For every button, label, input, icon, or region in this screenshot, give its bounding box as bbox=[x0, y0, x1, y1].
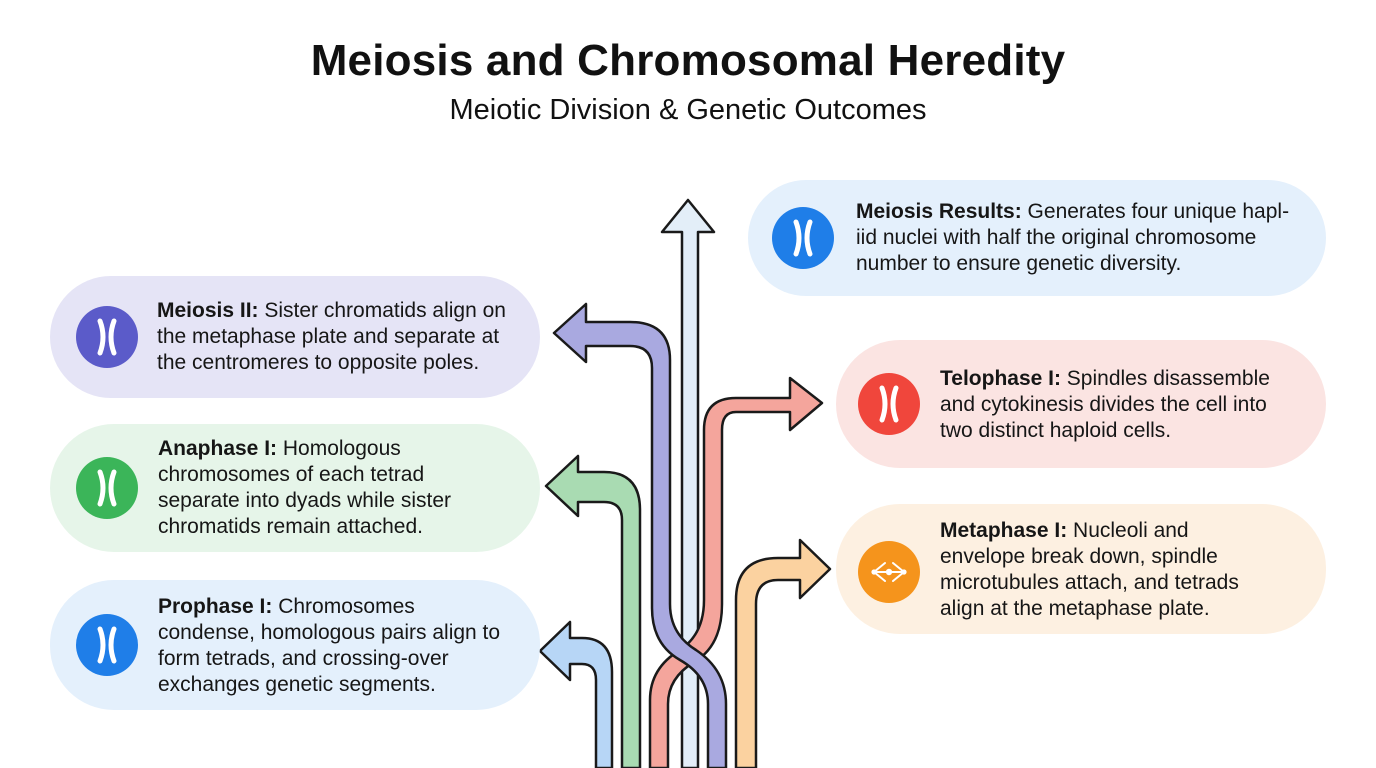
chromosome-icon bbox=[772, 207, 834, 269]
card-line: condense, homologous pairs align to bbox=[158, 621, 501, 644]
page-title: Meiosis and Chromosomal Heredity bbox=[310, 36, 1066, 85]
card-meiosis-ii-text: Meiosis II: Sister chromatids align on t… bbox=[157, 298, 537, 376]
prophase-arrow bbox=[538, 620, 614, 768]
spindle-icon bbox=[858, 541, 920, 603]
card-meiosis-results-text: Meiosis Results: Generates four unique h… bbox=[856, 199, 1316, 277]
card-line: and cytokinesis divides the cell into bbox=[940, 393, 1267, 416]
chromosome-icon bbox=[76, 614, 138, 676]
card-line: Sister chromatids align on bbox=[258, 299, 506, 322]
card-telophase-i-text: Telophase I: Spindles disassemble and cy… bbox=[940, 366, 1320, 444]
card-line: microtubules attach, and tetrads bbox=[940, 571, 1239, 594]
card-line: form tetrads, and crossing-over bbox=[158, 647, 449, 670]
card-line: the centromeres to opposite poles. bbox=[157, 351, 480, 374]
page-subtitle: Meiotic Division & Genetic Outcomes bbox=[449, 94, 927, 126]
card-line: align at the metaphase plate. bbox=[940, 597, 1210, 620]
card-line: Chromosomes bbox=[272, 595, 415, 618]
card-line: Spindles disassemble bbox=[1060, 367, 1270, 390]
card-line: Generates four unique hapl- bbox=[1021, 200, 1290, 223]
card-meiosis-ii: Meiosis II: Sister chromatids align on t… bbox=[50, 276, 540, 398]
card-anaphase-i-text: Anaphase I: Homologous chromosomes of ea… bbox=[158, 436, 538, 540]
card-line: chromosomes of each tetrad bbox=[158, 463, 425, 486]
card-label: Meiosis II: bbox=[157, 299, 259, 322]
card-metaphase-i: Metaphase I: Nucleoli and envelope break… bbox=[836, 504, 1326, 634]
card-line: Homologous bbox=[277, 437, 401, 460]
card-label: Anaphase I: bbox=[158, 437, 278, 460]
card-anaphase-i: Anaphase I: Homologous chromosomes of ea… bbox=[50, 424, 540, 552]
card-label: Meiosis Results: bbox=[856, 200, 1022, 223]
card-line: the metaphase plate and separate at bbox=[157, 325, 500, 348]
card-label: Prophase I: bbox=[158, 595, 273, 618]
metaphase-arrow bbox=[734, 538, 832, 768]
meiosis-ii-arrow bbox=[552, 302, 728, 768]
center-arrow bbox=[660, 198, 716, 768]
card-label: Telophase I: bbox=[940, 367, 1061, 390]
chromosome-icon bbox=[76, 457, 138, 519]
card-line: two distinct haploid cells. bbox=[940, 419, 1172, 442]
card-line: number to ensure genetic diversity. bbox=[856, 252, 1182, 275]
anaphase-arrow bbox=[544, 454, 642, 768]
card-line: chromatids remain attached. bbox=[158, 515, 423, 538]
card-prophase-i-text: Prophase I: Chromosomes condense, homolo… bbox=[158, 594, 538, 698]
card-label: Metaphase I: bbox=[940, 519, 1068, 542]
card-meiosis-results: Meiosis Results: Generates four unique h… bbox=[748, 180, 1326, 296]
card-line: envelope break down, spindle bbox=[940, 545, 1218, 568]
card-prophase-i: Prophase I: Chromosomes condense, homolo… bbox=[50, 580, 540, 710]
card-telophase-i: Telophase I: Spindles disassemble and cy… bbox=[836, 340, 1326, 468]
chromosome-icon bbox=[76, 306, 138, 368]
chromosome-icon bbox=[858, 373, 920, 435]
card-line: exchanges genetic segments. bbox=[158, 673, 436, 696]
card-line: separate into dyads while sister bbox=[158, 489, 451, 512]
card-line: Nucleoli and bbox=[1067, 519, 1189, 542]
card-metaphase-i-text: Metaphase I: Nucleoli and envelope break… bbox=[940, 518, 1320, 622]
card-line: iid nuclei with half the original chromo… bbox=[856, 226, 1257, 249]
